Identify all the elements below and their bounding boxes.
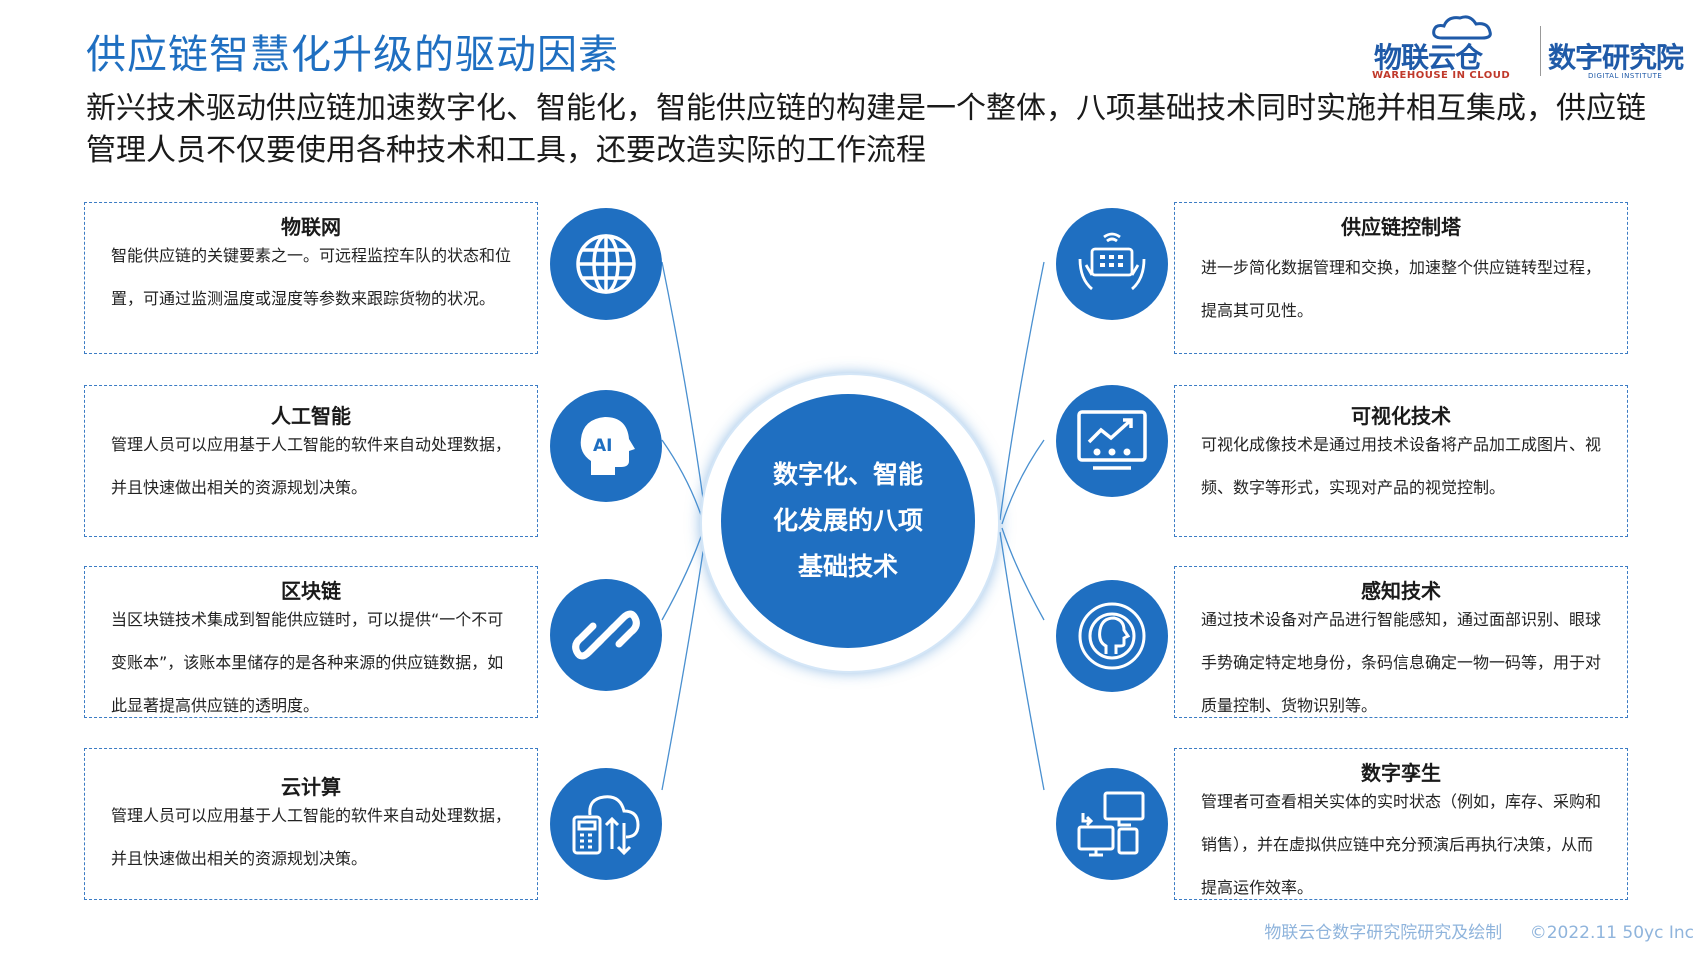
card-digital-twin: 数字孪生 管理者可查看相关实体的实时状态（例如，库存、采购和销售），并在虚拟供应… bbox=[1174, 748, 1628, 900]
warehouse-logo: 物联云仓 WAREHOUSE IN CLOUD bbox=[1370, 14, 1530, 82]
card-title: 云计算 bbox=[281, 775, 341, 799]
page-title: 供应链智慧化升级的驱动因素 bbox=[86, 32, 619, 78]
card-body: 管理人员可以应用基于人工智能的软件来自动处理数据，并且快速做出相关的资源规划决策… bbox=[111, 435, 512, 497]
connector-line bbox=[661, 527, 705, 621]
card-body: 管理人员可以应用基于人工智能的软件来自动处理数据，并且快速做出相关的资源规划决策… bbox=[111, 806, 512, 868]
chain-link-icon bbox=[572, 610, 640, 660]
logo-group: 物联云仓 WAREHOUSE IN CLOUD 数字研究院 DIGITAL IN… bbox=[1370, 14, 1690, 82]
card-body: 进一步简化数据管理和交换，加速整个供应链转型过程，提高其可见性。 bbox=[1201, 258, 1602, 320]
icon-circle-sensing bbox=[1056, 580, 1168, 692]
center-label: 数字化、智能化发展的八项基础技术 bbox=[772, 460, 923, 581]
icon-circle-digital-twin bbox=[1056, 768, 1168, 880]
icon-circle-blockchain bbox=[550, 579, 662, 691]
cloud-icon bbox=[1432, 15, 1492, 40]
card-title: 区块链 bbox=[281, 579, 341, 603]
card-visualization: 可视化技术 可视化成像技术是通过用技术设备将产品加工成图片、视频、数字等形式，实… bbox=[1174, 385, 1628, 537]
icon-circle-iot bbox=[550, 208, 662, 320]
institute-logo-name: 数字研究院 bbox=[1548, 41, 1684, 74]
institute-logo-sub: DIGITAL INSTITUTE bbox=[1588, 72, 1663, 80]
monitor-chart-icon bbox=[1077, 410, 1147, 470]
card-body: 管理者可查看相关实体的实时状态（例如，库存、采购和销售），并在虚拟供应链中充分预… bbox=[1201, 792, 1602, 897]
card-cloud: 云计算 管理人员可以应用基于人工智能的软件来自动处理数据，并且快速做出相关的资源… bbox=[84, 748, 538, 900]
warehouse-logo-sub: WAREHOUSE IN CLOUD bbox=[1372, 70, 1511, 81]
connector-line bbox=[1001, 439, 1045, 525]
card-title: 数字孪生 bbox=[1361, 761, 1441, 785]
card-title: 人工智能 bbox=[271, 404, 351, 428]
twin-monitors-icon bbox=[1077, 791, 1145, 857]
connector-line bbox=[661, 531, 707, 791]
footer-copyright: ©2022.11 50yc Inc bbox=[1529, 923, 1694, 943]
card-control-tower: 供应链控制塔 进一步简化数据管理和交换，加速整个供应链转型过程，提高其可见性。 bbox=[1174, 202, 1628, 354]
page-subtitle: 新兴技术驱动供应链加速数字化、智能化，智能供应链的构建是一个整体，八项基础技术同… bbox=[86, 91, 1646, 168]
card-body: 智能供应链的关键要素之一。可远程监控车队的状态和位置，可通过监测温度或湿度等参数… bbox=[111, 246, 512, 308]
icon-circle-cloud bbox=[550, 768, 662, 880]
icon-circle-visualization bbox=[1056, 385, 1168, 497]
card-title: 可视化技术 bbox=[1351, 404, 1451, 428]
cloud-calculator-icon bbox=[572, 795, 640, 856]
icon-circle-control-tower bbox=[1056, 208, 1168, 320]
icon-circle-ai: AI bbox=[550, 390, 662, 502]
card-body: 当区块链技术集成到智能供应链时，可以提供“一个不可变账本”，该账本里储存的是各种… bbox=[111, 610, 504, 715]
card-body: 可视化成像技术是通过用技术设备将产品加工成图片、视频、数字等形式，实现对产品的视… bbox=[1201, 435, 1602, 497]
card-body: 通过技术设备对产品进行智能感知，通过面部识别、眼球手势确定特定地身份，条码信息确… bbox=[1201, 610, 1602, 715]
card-title: 供应链控制塔 bbox=[1341, 215, 1461, 239]
connector-line bbox=[1001, 527, 1045, 621]
face-recognition-icon bbox=[1078, 602, 1146, 670]
logo-divider bbox=[1540, 26, 1541, 76]
card-title: 感知技术 bbox=[1361, 579, 1441, 603]
tablet-hands-icon bbox=[1078, 232, 1146, 291]
svg-text:AI: AI bbox=[593, 436, 612, 456]
institute-logo: 数字研究院 DIGITAL INSTITUTE bbox=[1548, 14, 1690, 82]
card-sensing: 感知技术 通过技术设备对产品进行智能感知，通过面部识别、眼球手势确定特定地身份，… bbox=[1174, 566, 1628, 718]
card-ai: 人工智能 管理人员可以应用基于人工智能的软件来自动处理数据，并且快速做出相关的资… bbox=[84, 385, 538, 537]
card-blockchain: 区块链 当区块链技术集成到智能供应链时，可以提供“一个不可变账本”，该账本里储存… bbox=[84, 566, 538, 718]
center-circle: 数字化、智能化发展的八项基础技术 bbox=[721, 394, 975, 648]
card-title: 物联网 bbox=[281, 215, 341, 239]
card-iot: 物联网 智能供应链的关键要素之一。可远程监控车队的状态和位置，可通过监测温度或湿… bbox=[84, 202, 538, 354]
ai-head-icon: AI bbox=[580, 417, 635, 475]
globe-icon bbox=[576, 234, 636, 294]
footer: 物联云仓数字研究院研究及绘制 ©2022.11 50yc Inc bbox=[1242, 918, 1694, 943]
warehouse-logo-name: 物联云仓 bbox=[1374, 41, 1483, 74]
connector-line bbox=[999, 261, 1045, 521]
connector-line bbox=[661, 439, 705, 525]
footer-credit: 物联云仓数字研究院研究及绘制 bbox=[1264, 923, 1503, 943]
connector-line bbox=[661, 261, 707, 521]
connector-line bbox=[999, 531, 1045, 791]
